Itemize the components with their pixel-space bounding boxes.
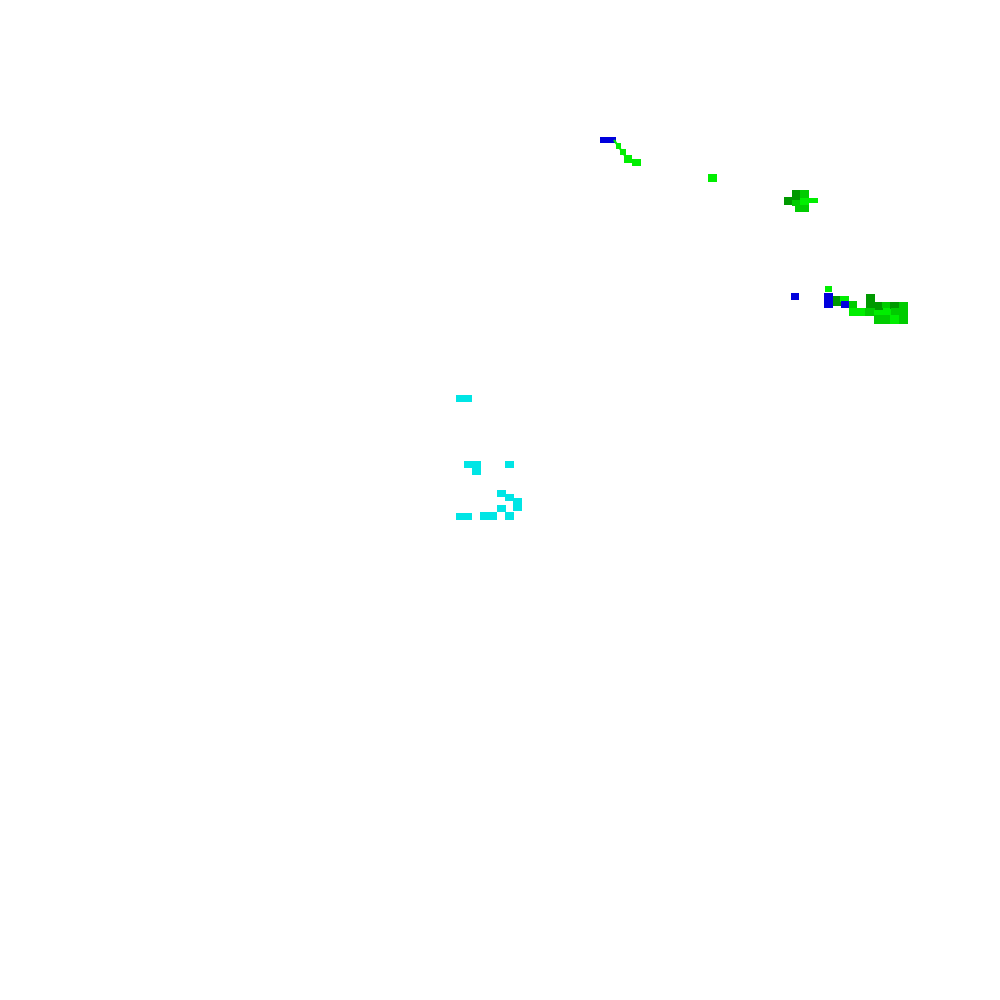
- pixel-block-cyan: [505, 512, 514, 520]
- pixel-block-cyan: [480, 512, 497, 520]
- pixel-block-mid-green: [795, 205, 809, 212]
- pixel-block-mid-green: [874, 315, 890, 324]
- pixel-block-bright-green: [890, 315, 899, 324]
- pixel-block-bright-green: [874, 310, 884, 318]
- pixel-block-mid-green: [882, 302, 892, 308]
- pixel-block-cyan: [505, 461, 514, 468]
- pixel-block-bright-green: [825, 286, 832, 292]
- pixel-block-dark-green: [784, 197, 794, 205]
- pixel-block-bright-green: [708, 174, 717, 182]
- pixel-block-dark-green: [792, 190, 801, 200]
- pixel-block-mid-green: [891, 308, 899, 316]
- pixel-block-blue: [841, 301, 849, 308]
- pixel-block-dark-green: [833, 296, 841, 306]
- pixel-block-cyan: [505, 494, 514, 501]
- pixel-block-cyan: [456, 395, 472, 402]
- pixel-block-blue: [791, 293, 799, 300]
- pixel-block-bright-green: [632, 159, 641, 166]
- pixel-connector-line: [613, 139, 629, 161]
- pixel-block-mid-green: [899, 302, 908, 324]
- pixel-block-dark-green: [866, 302, 883, 310]
- pixel-block-blue: [600, 137, 616, 143]
- pixel-block-cyan: [464, 461, 481, 468]
- pixel-block-mid-green: [792, 200, 801, 206]
- pixel-block-cyan: [472, 468, 481, 475]
- pixel-block-cyan: [497, 490, 506, 497]
- pixel-block-dark-green: [890, 302, 899, 309]
- pixel-block-bright-green: [809, 198, 818, 203]
- pixel-block-bright-green: [883, 308, 892, 316]
- pixel-block-dark-green: [866, 294, 875, 302]
- pixel-block-cyan: [513, 498, 522, 504]
- pixel-block-bright-green: [849, 308, 865, 316]
- pixel-block-cyan: [513, 504, 522, 511]
- pixel-block-mid-green: [849, 301, 857, 309]
- pixel-block-cyan: [497, 505, 506, 512]
- pixel-block-bright-green: [840, 296, 849, 302]
- pixel-block-bright-green: [800, 198, 809, 206]
- pixel-block-mid-green: [865, 308, 875, 316]
- pixel-block-cyan: [456, 513, 472, 520]
- pixel-block-mid-green: [800, 190, 809, 198]
- pixel-block-blue: [824, 293, 833, 308]
